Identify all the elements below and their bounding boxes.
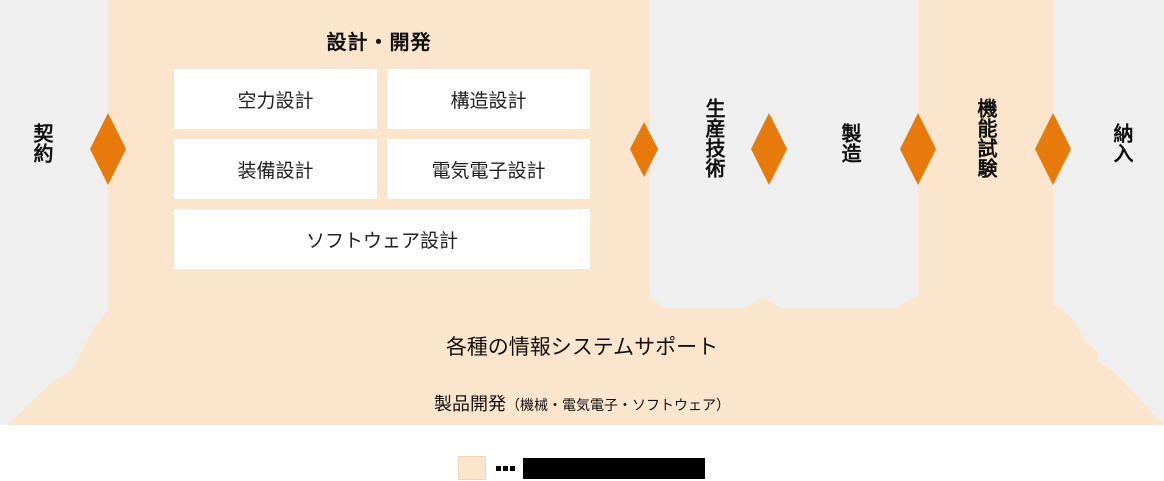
legend bbox=[458, 456, 705, 480]
diamond-arrow-icon bbox=[900, 113, 936, 185]
stage-label-production-engineering: 生産技術 bbox=[702, 98, 726, 178]
product-development-main: 製品開発 bbox=[434, 394, 506, 415]
product-development-sub: （機械・電気電子・ソフトウェア） bbox=[506, 398, 730, 414]
diamond-arrow-icon bbox=[1035, 113, 1071, 185]
design-box-structural: 構造設計 bbox=[387, 69, 590, 129]
legend-label-redacted bbox=[523, 457, 705, 479]
diamond-arrow-icon bbox=[751, 113, 787, 185]
legend-separator bbox=[496, 465, 515, 471]
design-box-aerodynamic: 空力設計 bbox=[174, 69, 377, 129]
legend-swatch bbox=[458, 456, 486, 480]
process-flow-diagram: 設計・開発 空力設計 構造設計 装備設計 電気電子設計 ソフトウェア設計 契約 … bbox=[0, 0, 1164, 425]
info-system-support-label: 各種の情報システムサポート bbox=[445, 335, 719, 359]
diamond-arrow-icon bbox=[630, 122, 658, 177]
design-stage-title: 設計・開発 bbox=[326, 30, 432, 54]
stage-label-contract: 契約 bbox=[30, 123, 54, 163]
design-box-electrical: 電気電子設計 bbox=[387, 139, 590, 199]
diamond-arrow-icon bbox=[90, 113, 126, 185]
design-box-software: ソフトウェア設計 bbox=[174, 209, 590, 269]
product-development-label: 製品開発（機械・電気電子・ソフトウェア） bbox=[0, 390, 1164, 416]
stage-label-delivery: 納入 bbox=[1110, 123, 1134, 163]
stage-label-functional-test: 機能試験 bbox=[974, 98, 998, 178]
design-box-equipment: 装備設計 bbox=[174, 139, 377, 199]
stage-label-manufacturing: 製造 bbox=[838, 123, 862, 163]
